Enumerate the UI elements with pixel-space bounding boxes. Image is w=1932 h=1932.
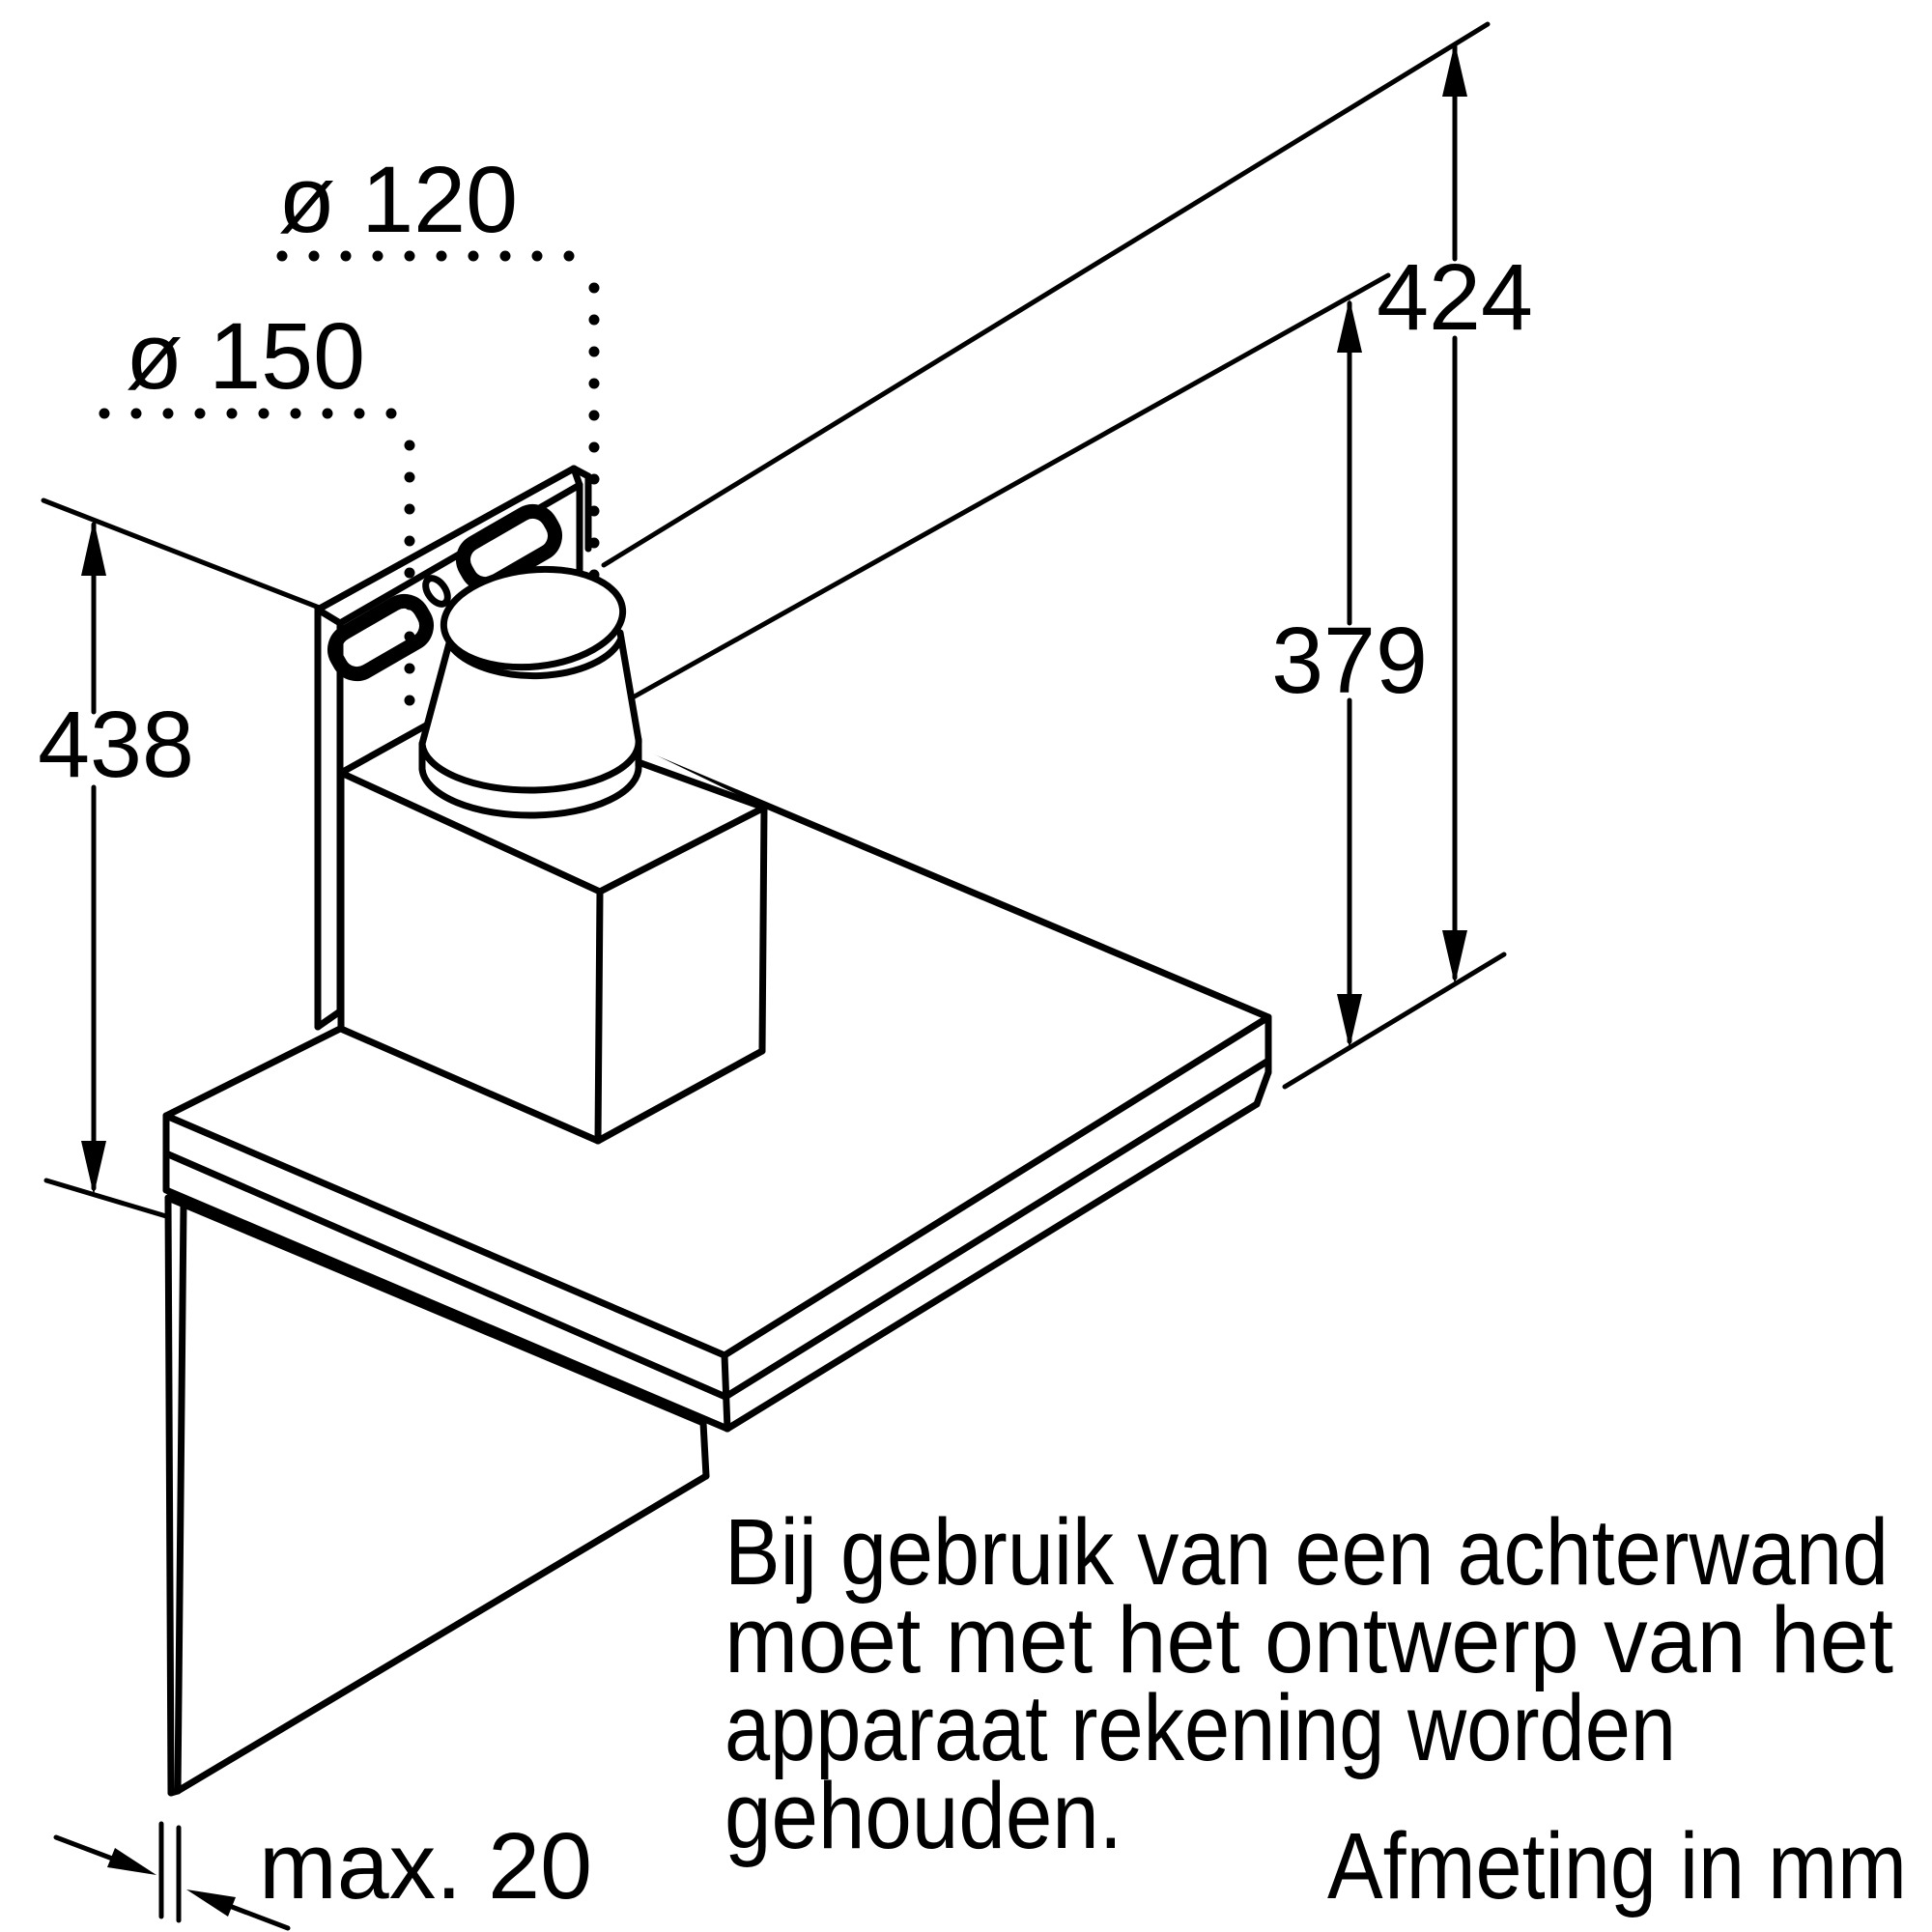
- cone-rim-top-arc: [418, 736, 642, 794]
- note-line-4: gehouden.: [724, 1763, 1122, 1868]
- dimension-438: [81, 520, 106, 1195]
- panel-tip: [167, 1787, 182, 1797]
- note-line-2: moet met het ontwerp van het: [724, 1587, 1893, 1692]
- canopy-front-left-bottom: [162, 1186, 731, 1433]
- units-caption: Afmeting in mm: [1327, 1813, 1907, 1918]
- extension-lines: [41, 21, 1507, 1219]
- cone-rim-lower-arc: [418, 761, 642, 819]
- panel-top-edge: [164, 1194, 707, 1427]
- canopy-front-right-bevel: [722, 1057, 1272, 1401]
- arrow-up: [1337, 298, 1362, 353]
- dimension-424: [1442, 43, 1467, 984]
- cone-collar-arc: [446, 635, 625, 680]
- box-top-front-edge: [337, 769, 604, 895]
- box-bottom-front-edge: [337, 1025, 602, 1145]
- panel-bottom-edge: [174, 1472, 710, 1795]
- diameter-leaders: [99, 250, 600, 723]
- bracket-top-outer-edge: [314, 465, 578, 613]
- screw-hole: [422, 575, 451, 608]
- box-top-left-edge: [337, 717, 439, 777]
- canopy-front-left-top: [162, 1112, 728, 1359]
- panel-left-inner-edge: [174, 1202, 187, 1795]
- box-top-back-edge: [632, 757, 768, 811]
- canopy-back-left-edge: [162, 1025, 344, 1120]
- canopy-right-chamfer: [1253, 1068, 1272, 1108]
- canopy: [162, 1013, 1272, 1433]
- bracket-bottom-cut: [314, 1008, 344, 1031]
- extension-line-379-top: [630, 272, 1391, 700]
- canopy-front-corner: [721, 1351, 731, 1433]
- mounting-slot-lower: [327, 593, 434, 682]
- dimension-379: [1337, 298, 1362, 1048]
- label-height-424: 424: [1377, 244, 1533, 350]
- canopy-front-right-bottom: [724, 1100, 1261, 1433]
- label-height-379: 379: [1271, 608, 1428, 713]
- hood-top-edges: [162, 748, 1272, 1120]
- extension-line-438-top: [41, 497, 325, 611]
- arrow-down: [1442, 930, 1467, 984]
- note-line-1: Bij gebruik van een achterwand: [724, 1499, 1889, 1605]
- arrow-up: [81, 520, 106, 576]
- note-line-3: apparaat rekening worden: [724, 1675, 1676, 1780]
- cone-top-ellipse: [440, 565, 627, 671]
- extension-line-438-bottom: [43, 1178, 169, 1219]
- arrow-left: [186, 1889, 236, 1917]
- canopy-front-left-bevel: [162, 1150, 729, 1401]
- panel-left-outer-edge: [164, 1194, 175, 1797]
- canopy-front-right-top: [721, 1013, 1272, 1359]
- label-max-20: max. 20: [259, 1813, 592, 1918]
- box-top-right-edge: [596, 804, 768, 895]
- box-right-vertical: [758, 804, 768, 1055]
- arrow-down: [81, 1141, 106, 1195]
- arrow-right: [107, 1848, 156, 1875]
- box-front-vertical: [594, 888, 604, 1145]
- label-height-438: 438: [38, 692, 194, 797]
- label-duct-150: ø 150: [126, 303, 365, 409]
- panel-right-edge: [699, 1419, 710, 1480]
- extension-line-canopy-bottom: [1282, 952, 1507, 1090]
- canopy-back-right-edge: [635, 748, 1272, 1021]
- label-duct-120: ø 120: [278, 147, 518, 252]
- extension-line-424-top: [601, 21, 1491, 568]
- mounting-slot-upper: [456, 503, 562, 592]
- box-bottom-right-edge: [594, 1047, 766, 1145]
- thickness-callout: [53, 1821, 291, 1931]
- cone-right-side: [616, 629, 642, 744]
- arrow-up: [1442, 43, 1467, 97]
- arrow-down: [1337, 994, 1362, 1048]
- back-panel: [164, 1194, 710, 1797]
- duct-cone: [418, 565, 642, 819]
- cone-left-side: [418, 636, 454, 748]
